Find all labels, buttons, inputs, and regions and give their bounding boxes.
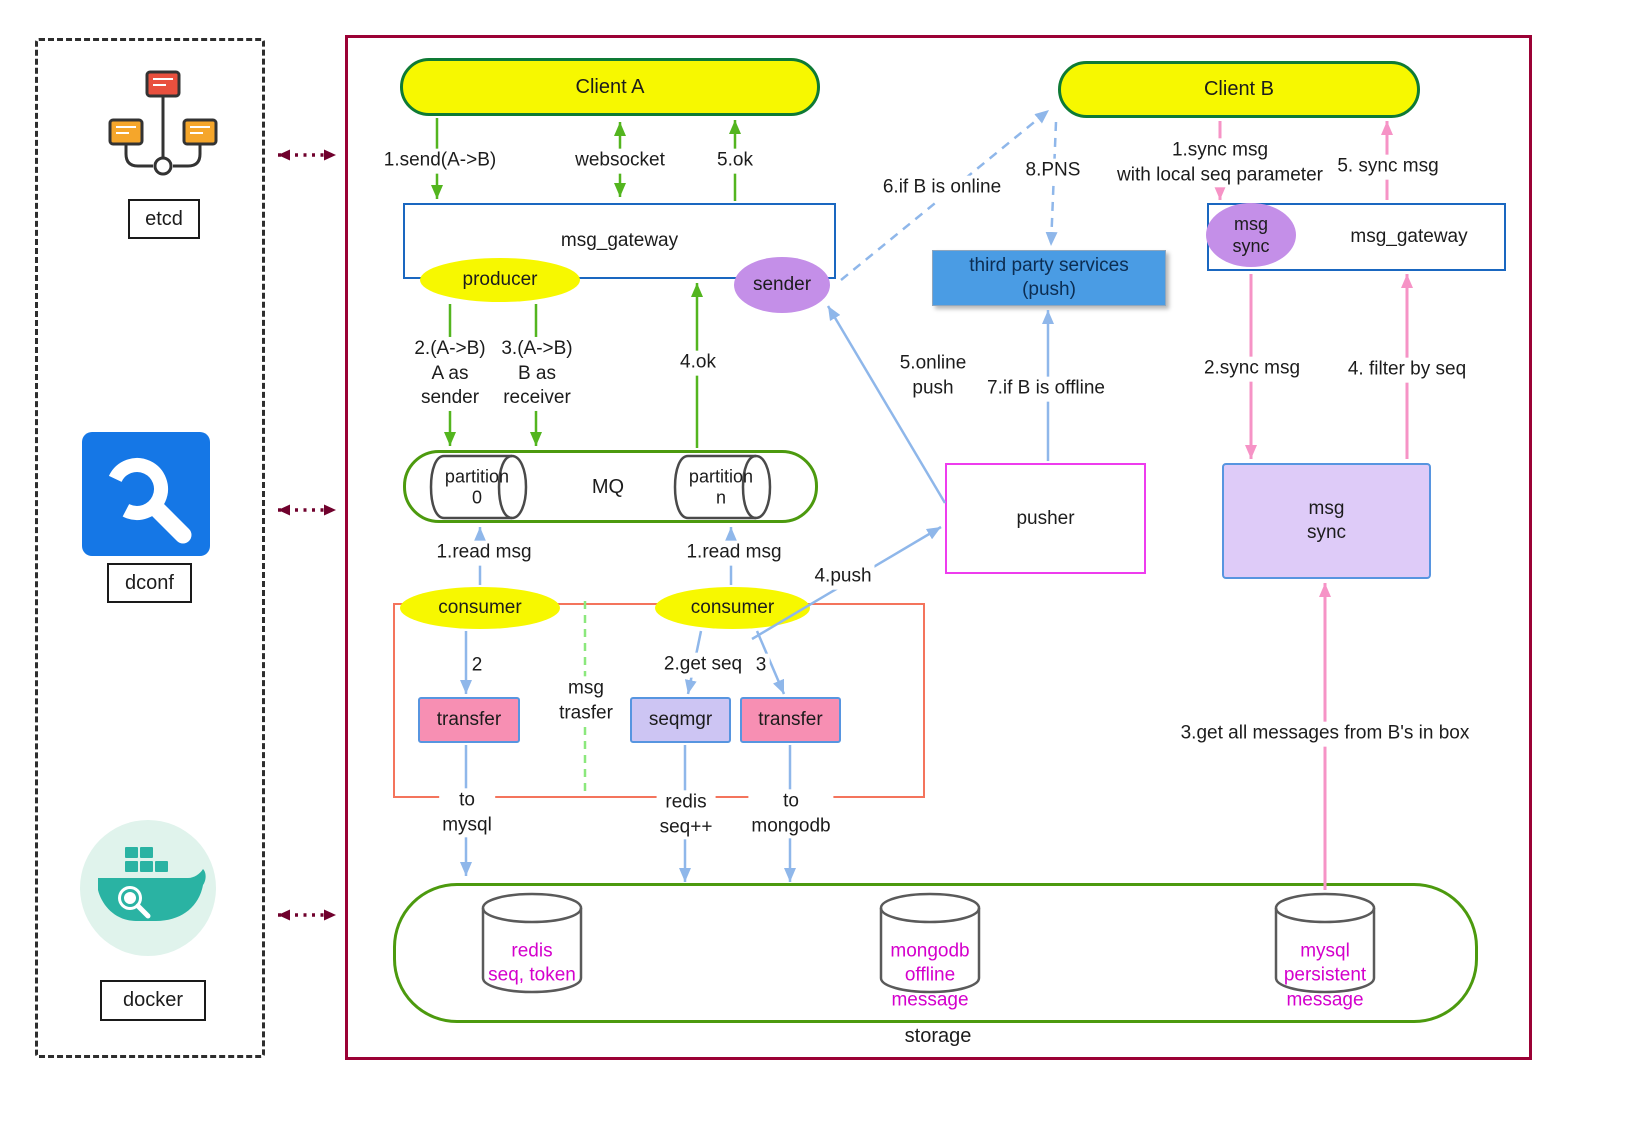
client-b-text: Client B [1203,78,1275,100]
label-filter-4: 4. filter by seq [1344,357,1470,383]
label-ok-5: 5.ok [714,148,756,174]
seqmgr-box: seqmgr [630,697,731,743]
label-redis-seq: redis seq++ [656,790,716,840]
label-sync-5: 5. sync msg [1334,154,1442,180]
msg-sync-node: msg sync [1206,203,1296,267]
sender-node: sender [734,257,830,313]
partition-0-text: partition 0 [444,466,509,507]
mysql-cylinder [1273,891,1377,995]
label-read-left: 1.read msg [433,540,535,566]
dconf-wrench-graphic [82,432,210,556]
docker-whale-icon [78,818,218,958]
docker-label: docker [100,980,206,1021]
msg-sync-box-text: msg sync [1306,498,1347,543]
etcd-cluster-icon [104,66,222,182]
dconf-label: dconf [107,563,192,603]
client-a-text: Client A [575,75,645,98]
msg-sync-box: msg sync [1222,463,1431,579]
third-party-services-box: third party services (push) [932,250,1166,306]
pusher-box: pusher [945,463,1146,574]
partition-n-text: partition n [688,466,753,507]
etcd-cluster-graphic [108,70,218,176]
transfer-left-text: transfer [436,709,502,730]
label-get-all-3: 3.get all messages from B's in box [1177,721,1473,747]
transfer-left-box: transfer [418,697,520,743]
msg-gateway-a-title: msg_gateway [560,230,679,251]
label-if-offline-7: 7.if B is offline [984,376,1108,402]
consumer-right-node: consumer [655,587,810,629]
dconf-label-text: dconf [125,571,174,594]
partition-0-graphic [429,454,528,520]
redis-db-label: redis seq, token [488,940,576,986]
redis-cylinder [480,891,584,995]
label-ok-4: 4.ok [677,350,719,376]
producer-text: producer [462,269,538,290]
label-msg-trasfer: msg trasfer [556,676,616,726]
etcd-label-text: etcd [145,207,183,230]
mongodb-cylinder [878,891,982,995]
mysql-db-label: mysql persistent message [1283,940,1367,1011]
mq-title: MQ [591,476,625,498]
pusher-text: pusher [1016,507,1075,529]
label-to-mongodb: to mongodb [748,789,834,839]
seqmgr-text: seqmgr [648,709,713,730]
label-send-1: 1.send(A->B) [380,148,500,174]
client-a-node: Client A [400,58,820,116]
partition-0-cylinder: partition 0 [428,453,530,521]
label-read-right: 1.read msg [683,540,785,566]
label-to-mysql: to mysql [439,788,495,838]
msg-sync-node-text: msg sync [1232,213,1270,257]
consumer-right-text: consumer [690,597,775,618]
transfer-right-text: transfer [758,709,823,730]
mysql-cylinder-graphic [1274,892,1376,994]
docker-whale-graphic [80,820,216,956]
dconf-wrench-icon [80,430,215,558]
storage-title: storage [904,1025,972,1047]
msg-gateway-b-title: msg_gateway [1350,226,1468,247]
label-get-seq: 2.get seq [660,652,746,678]
label-websocket: websocket [572,148,668,174]
infra-panel [35,38,265,1058]
partition-n-graphic [673,454,772,520]
redis-cylinder-graphic [481,892,583,994]
label-online-push-5: 5.online push [896,351,970,401]
label-mq-sender-2: 2.(A->B) A as sender [411,336,489,412]
transfer-right-box: transfer [740,697,841,743]
sender-text: sender [752,274,812,295]
label-pns-8: 8.PNS [1022,158,1084,184]
label-if-online-6: 6.if B is online [879,175,1005,201]
producer-node: producer [420,258,580,302]
etcd-label: etcd [128,199,200,239]
docker-label-text: docker [122,989,184,1011]
partition-n-cylinder: partition n [672,453,774,521]
label-step-2: 2 [468,653,486,679]
label-push-4: 4.push [811,564,875,590]
client-b-node: Client B [1058,61,1420,118]
label-sync-1: 1.sync msg with local seq parameter [1114,138,1326,188]
mongodb-db-label: mongodb offline message [890,940,970,1011]
third-party-services-text: third party services (push) [969,255,1129,300]
label-step-3: 3 [752,653,770,679]
label-sync-2: 2.sync msg [1200,356,1304,382]
label-mq-receiver-3: 3.(A->B) B as receiver [498,336,576,412]
consumer-left-node: consumer [400,587,560,629]
mongodb-cylinder-graphic [879,892,981,994]
main-panel [345,35,1532,1060]
consumer-left-text: consumer [438,597,522,618]
